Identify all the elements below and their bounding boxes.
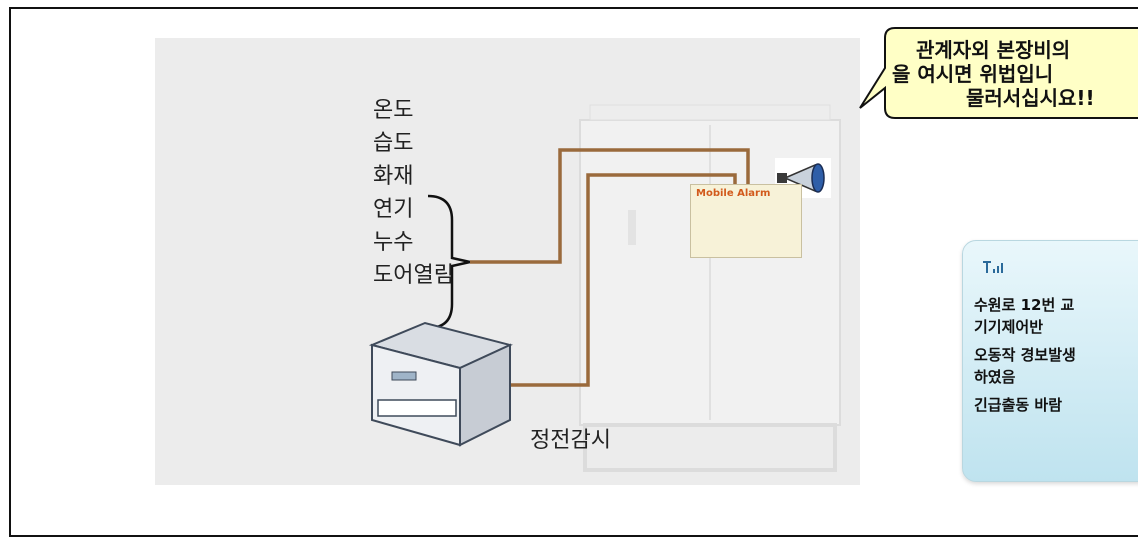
phone-message-line-2: 기기제어반 <box>974 318 1044 336</box>
sensor-bracket <box>427 194 471 330</box>
power-wire <box>510 173 737 387</box>
sensor-label-door-open: 도어열림 <box>373 263 454 288</box>
callout-line-3: 물러서십시요!! <box>966 86 1095 110</box>
phone-message-line-4: 하였음 <box>974 368 1016 386</box>
phone-message-line-1: 수원로 12번 교 <box>974 296 1075 314</box>
diagram-graphics <box>368 27 1138 472</box>
callout-line-1: 관계자외 본장비의 <box>916 38 1071 62</box>
callout-line-2: 을 여시면 위법입니 <box>892 62 1054 86</box>
phone-message-line-5: 긴급출동 바람 <box>974 396 1063 414</box>
sensor-label-temperature: 온도 <box>373 98 414 123</box>
megaphone-icon <box>775 158 831 198</box>
sensor-label-smoke: 연기 <box>373 197 414 222</box>
warning-callout-bubble <box>859 27 1138 119</box>
sensor-label-humidity: 습도 <box>373 131 414 156</box>
mobile-alarm-device <box>690 184 802 258</box>
sensor-label-fire: 화재 <box>373 164 414 189</box>
phone-message-screen <box>962 240 1138 482</box>
power-monitor-label: 정전감시 <box>530 428 611 453</box>
signal-bars-icon <box>983 261 1003 273</box>
sensor-wire <box>470 148 750 264</box>
sensor-label-leak: 누수 <box>373 230 414 255</box>
power-monitor-device <box>368 321 513 447</box>
mobile-alarm-label: Mobile Alarm <box>696 188 771 199</box>
phone-message-line-3: 오동작 경보발생 <box>974 346 1076 364</box>
